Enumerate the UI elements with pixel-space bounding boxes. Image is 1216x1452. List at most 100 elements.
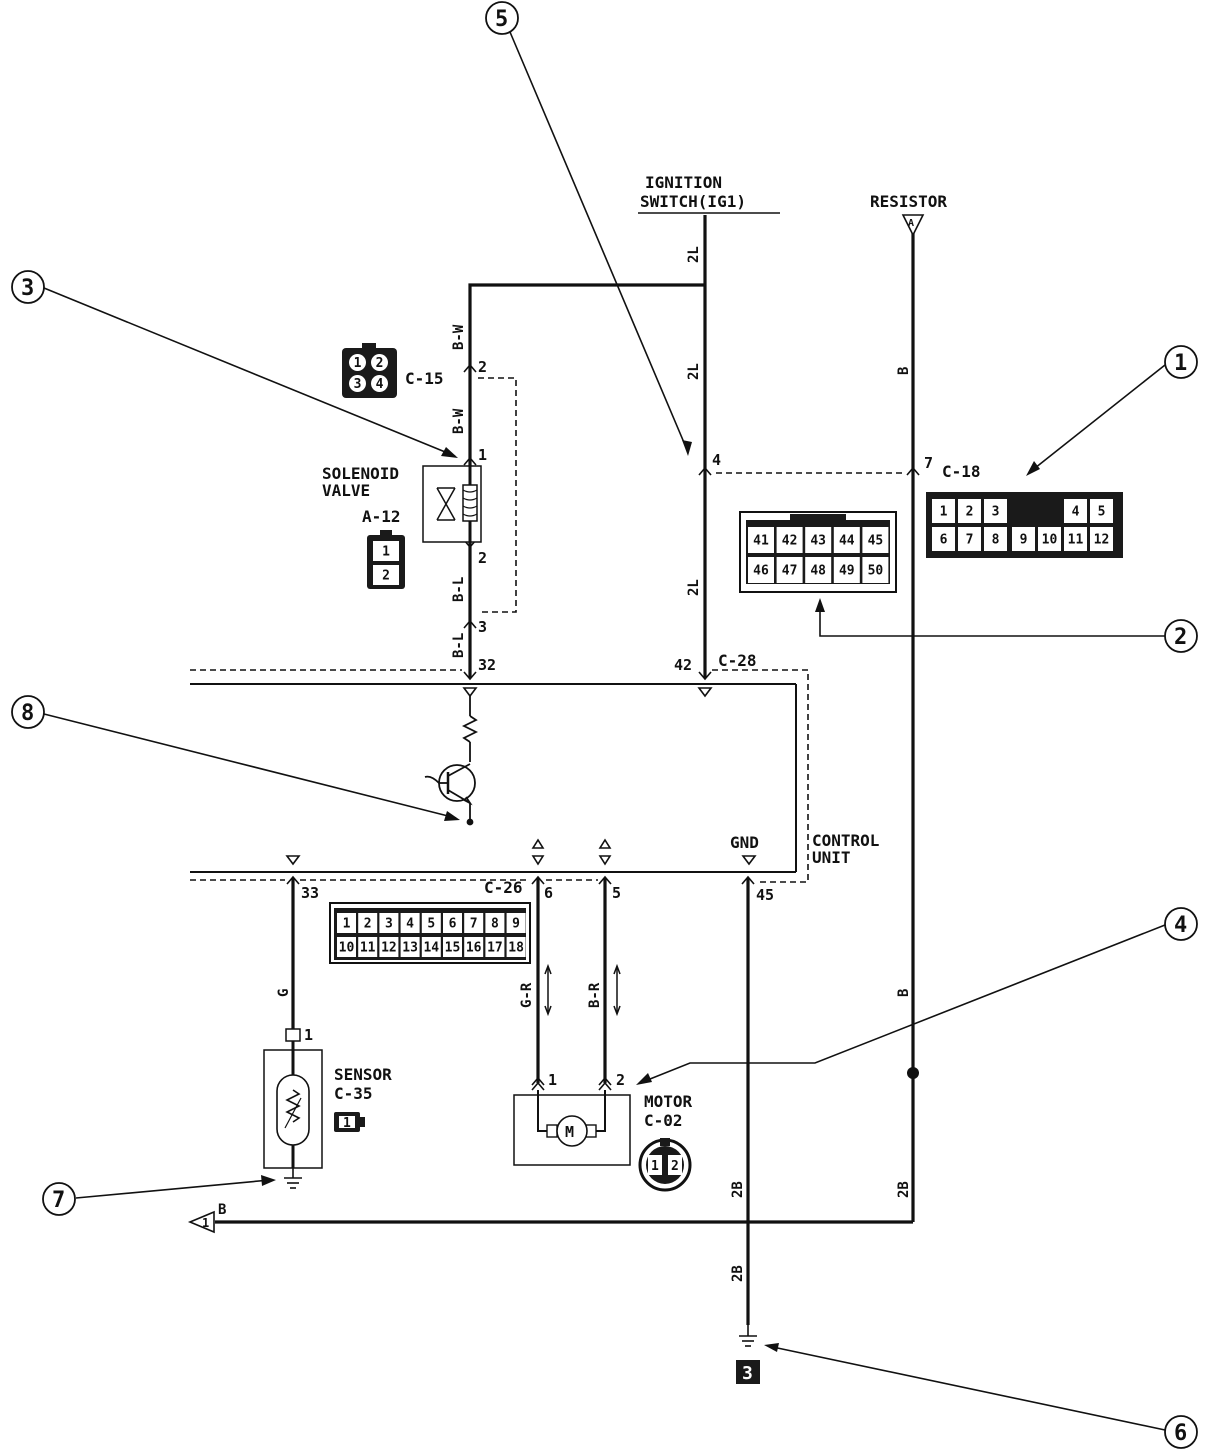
callout-5: 5 [485, 1, 519, 35]
c18-pin-5 [1090, 499, 1113, 523]
callout-8: 8 [11, 695, 45, 729]
c26-pin-14-label: 14 [423, 941, 439, 956]
wire-label-bl-low: B-L [451, 633, 467, 658]
motor-symbol-m: M [565, 1123, 574, 1141]
pin-solenoid-2: 2 [478, 549, 487, 567]
pin-numbers: 2 1 2 3 32 42 4 7 33 6 5 45 1 1 2 [301, 358, 933, 1089]
wire-label-bw-low: B-W [451, 408, 467, 434]
callout-6: 6 [1164, 1415, 1198, 1449]
c18-pin-10 [1038, 527, 1061, 551]
pin-solenoid-1: 1 [478, 446, 487, 464]
svg-text:5: 5 [495, 7, 508, 32]
solenoid-label-1: SOLENOID [322, 464, 399, 483]
wire-label-motor-br: B-R [587, 982, 603, 1008]
motor: M MOTOR C-02 1 2 [513, 1090, 693, 1192]
c28-pin-50-label: 50 [868, 564, 884, 579]
c26-pin-10 [337, 937, 356, 957]
c26-pin-8-label: 8 [491, 917, 499, 932]
svg-text:2: 2 [1174, 625, 1187, 650]
pin-cu-45: 45 [756, 886, 774, 904]
c18-pin-8 [984, 527, 1007, 551]
c18-pin-2 [958, 499, 981, 523]
c28-pin-47 [776, 557, 803, 583]
c18-pin-3 [984, 499, 1007, 523]
pin-cu-33: 33 [301, 884, 319, 902]
svg-text:6: 6 [1174, 1421, 1187, 1446]
sensor-c35-label: C-35 [334, 1084, 373, 1103]
c26-pin-13 [400, 937, 420, 957]
solenoid-label-2: VALVE [322, 481, 370, 500]
c26-pin-7 [464, 913, 484, 933]
c26-pin-1-label: 1 [343, 917, 351, 932]
wire-label-gnd-2b-a: 2B [730, 1181, 746, 1198]
svg-text:8: 8 [21, 701, 34, 726]
c28-pin-42 [776, 527, 803, 553]
c18-pin-3-label: 3 [992, 505, 1000, 520]
pin-cu-32: 32 [478, 656, 496, 674]
pin-motor-1: 1 [548, 1071, 557, 1089]
c15-pin-2 [371, 354, 388, 371]
wire-label-bw-top: B-W [451, 324, 467, 350]
callout-7: 7 [42, 1182, 76, 1216]
a12-label: A-12 [362, 507, 401, 526]
c18-pin-9 [1012, 527, 1035, 551]
dashed-outlines [190, 377, 905, 883]
c18-pin-4-label: 4 [1072, 505, 1080, 520]
c15-pin-3-label: 3 [354, 377, 362, 392]
callout-4: 4 [1164, 907, 1198, 941]
c28-pin-46-label: 46 [753, 564, 769, 579]
sensor-label: SENSOR [334, 1065, 392, 1084]
c26-pin-3-label: 3 [385, 917, 393, 932]
a12-pin-1-label: 1 [382, 545, 390, 560]
c28-label: C-28 [718, 651, 757, 670]
wire-label-res-b2: B [896, 989, 912, 997]
c26-pin-9 [506, 913, 526, 933]
c28-pin-42-label: 42 [782, 534, 798, 549]
c26-pin-13-label: 13 [402, 941, 418, 956]
c18-pin-7 [958, 527, 981, 551]
c26-pin-11 [358, 937, 378, 957]
pin-cu-42: 42 [674, 656, 692, 674]
c26-pin-2-label: 2 [364, 917, 372, 932]
control-unit-outline [190, 683, 797, 873]
c15-pin-2-label: 2 [376, 356, 384, 371]
c26-pin-7-label: 7 [470, 917, 478, 932]
solenoid-valve: SOLENOID VALVE A-12 [322, 464, 482, 543]
gnd-label: GND [730, 833, 759, 852]
callout-3: 3 [11, 270, 45, 304]
wires [215, 215, 919, 1325]
ignition-switch: IGNITION SWITCH(IG1) [638, 173, 780, 214]
control-unit-label-2: UNIT [812, 848, 851, 867]
c26-pin-15 [443, 937, 462, 957]
c18-pin-1-label: 1 [940, 505, 948, 520]
c26-pin-18-label: 18 [508, 941, 524, 956]
c28-pin-44 [833, 527, 860, 553]
c28-pin-49 [833, 557, 860, 583]
a12-pin-2-label: 2 [382, 569, 390, 584]
resistor-label: RESISTOR [870, 192, 947, 211]
c26-pin-17-label: 17 [487, 941, 503, 956]
c28-pin-44-label: 44 [839, 534, 855, 549]
c28-pin-45 [862, 527, 889, 553]
connector-a12: 12 [367, 530, 405, 589]
c26-pin-3 [379, 913, 399, 933]
c26-pin-5-label: 5 [427, 917, 435, 932]
wire-color-labels: 2L 2L 2L B-W B-W B-L B-L B B 2B G G-R B-… [276, 246, 912, 1282]
wire-label-ig-mid: 2L [686, 363, 702, 380]
wire-label-motor-gr: G-R [519, 982, 535, 1008]
c18-pin-6-label: 6 [940, 533, 948, 548]
pin-cu-5: 5 [612, 884, 621, 902]
pin-c18-7: 7 [924, 454, 933, 472]
pin-motor-2: 2 [616, 1071, 625, 1089]
svg-text:7: 7 [52, 1188, 65, 1213]
control-unit: CONTROL UNIT GND [424, 696, 879, 867]
svg-text:3: 3 [21, 276, 34, 301]
c26-pin-10-label: 10 [339, 941, 355, 956]
wire-label-res-2b: 2B [896, 1181, 912, 1198]
motor-direction-arrows [544, 963, 621, 1017]
resistor: RESISTOR A [870, 192, 947, 237]
c18-pin-2-label: 2 [966, 505, 974, 520]
callout-2: 2 [1164, 619, 1198, 653]
